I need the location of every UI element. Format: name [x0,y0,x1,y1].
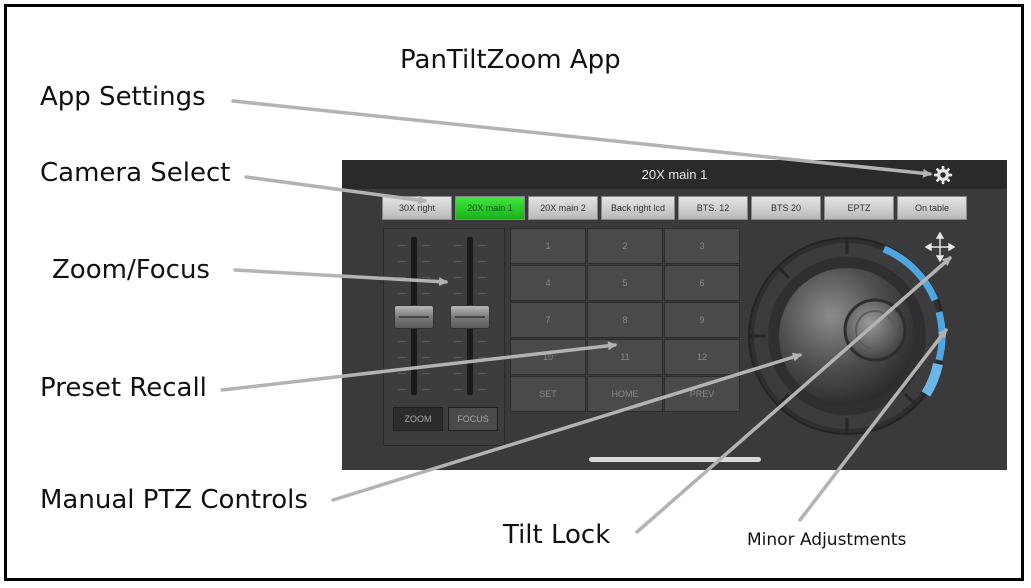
home-button[interactable]: HOME [587,376,663,412]
slider-tick [398,373,406,374]
slider-tick [422,261,430,262]
slider-tick [454,389,462,390]
slider-tick [454,277,462,278]
slider-tick [454,373,462,374]
slider-tick [398,389,406,390]
preset-button-5[interactable]: 5 [587,265,663,301]
set-button[interactable]: SET [510,376,586,412]
slider-tick [478,277,486,278]
slider-tick [454,357,462,358]
move-arrows-icon[interactable] [924,231,956,263]
app-title-bar: 20X main 1 [342,160,1007,189]
preset-button-2[interactable]: 2 [587,228,663,264]
slider-tick [398,261,406,262]
zoom-focus-panel: ZOOM FOCUS [383,228,505,446]
slider-tick [422,277,430,278]
callout-tilt-lock: Tilt Lock [503,520,611,550]
gear-icon[interactable] [932,164,954,186]
slider-tick [398,357,406,358]
callout-app-settings: App Settings [40,82,206,112]
zoom-slider-handle[interactable] [394,305,434,329]
slider-tick [422,357,430,358]
focus-slider[interactable] [450,237,490,395]
focus-slider-handle[interactable] [450,305,490,329]
camera-button-2[interactable]: 20X main 1 [455,196,525,220]
slider-tick [478,389,486,390]
slider-tick [398,245,406,246]
callout-minor-adjustments: Minor Adjustments [747,530,907,550]
preset-button-8[interactable]: 8 [587,302,663,338]
camera-button-3[interactable]: 20X main 2 [528,196,598,220]
slider-tick [422,389,430,390]
slider-tick [422,245,430,246]
slider-tick [478,357,486,358]
slider-tick [454,245,462,246]
slider-tick [422,341,430,342]
camera-button-7[interactable]: EPTZ [824,196,894,220]
slider-tick [478,341,486,342]
callout-preset-recall: Preset Recall [40,373,207,403]
preset-button-7[interactable]: 7 [510,302,586,338]
slider-tick [478,293,486,294]
camera-button-8[interactable]: On table [897,196,967,220]
figure-title: PanTiltZoom App [400,45,621,75]
preset-button-11[interactable]: 11 [587,339,663,375]
preset-button-4[interactable]: 4 [510,265,586,301]
preset-grid: 1 2 3 4 5 6 7 8 9 10 11 12 SET HOME PREV [510,228,740,446]
slider-tick [454,341,462,342]
minor-adjust-arc-mid[interactable] [935,311,946,361]
camera-button-6[interactable]: BTS 20 [751,196,821,220]
preset-button-1[interactable]: 1 [510,228,586,264]
prev-button[interactable]: PREV [664,376,740,412]
preset-button-3[interactable]: 3 [664,228,740,264]
camera-button-1[interactable]: 30X right [382,196,452,220]
preset-button-9[interactable]: 9 [664,302,740,338]
focus-button[interactable]: FOCUS [448,407,498,431]
slider-tick [478,261,486,262]
camera-button-5[interactable]: BTS. 12 [678,196,748,220]
slider-tick [422,373,430,374]
selected-camera-title: 20X main 1 [641,167,708,182]
preset-button-10[interactable]: 10 [510,339,586,375]
slider-tick [398,277,406,278]
slider-tick [398,341,406,342]
slider-tick [454,261,462,262]
slider-tick [478,245,486,246]
slider-tick [454,293,462,294]
callout-manual-ptz: Manual PTZ Controls [40,485,308,515]
zoom-button[interactable]: ZOOM [393,407,443,431]
zoom-slider[interactable] [394,237,434,395]
preset-button-12[interactable]: 12 [664,339,740,375]
slider-tick [478,373,486,374]
callout-camera-select: Camera Select [40,158,231,188]
slider-tick [398,293,406,294]
callout-zoom-focus: Zoom/Focus [52,255,210,285]
joystick-knob[interactable] [843,298,907,362]
preset-button-6[interactable]: 6 [664,265,740,301]
ptz-joystick[interactable] [742,226,962,451]
home-indicator [589,457,761,462]
camera-button-4[interactable]: Back right lcd [601,196,675,220]
slider-tick [422,293,430,294]
